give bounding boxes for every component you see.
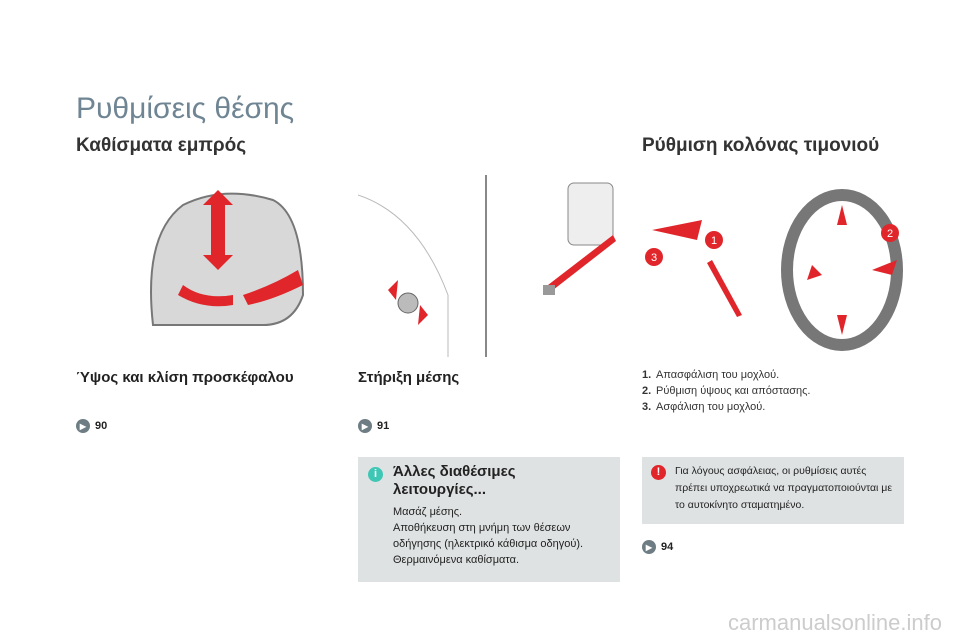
lumbar-illustration [358, 175, 620, 357]
headrest-caption: Ύψος και κλίση προσκέφαλου [76, 369, 294, 386]
steering-column-illustration: 1 2 3 [642, 175, 904, 357]
callout-1: 1 [711, 235, 717, 247]
page-ref-90[interactable]: ▶ 90 [76, 419, 107, 433]
callout-3: 3 [651, 252, 657, 264]
info-icon: i [368, 467, 383, 482]
warning-box: ! Για λόγους ασφάλειας, οι ρυθμίσεις αυτ… [642, 457, 904, 524]
warning-icon: ! [651, 465, 666, 480]
section-heading-front-seats: Καθίσματα εμπρός [76, 135, 247, 156]
page-title: Ρυθμίσεις θέσης [76, 92, 295, 125]
warning-text: Για λόγους ασφάλειας, οι ρυθμίσεις αυτές… [675, 465, 893, 511]
info-text: Μασάζ μέσης.Αποθήκευση στη μνήμη των θέσ… [393, 506, 584, 566]
page-ref-94[interactable]: ▶ 94 [642, 540, 673, 554]
page-link-icon: ▶ [358, 419, 372, 433]
steering-steps: 1.Απασφάλιση του μοχλού. 2.Ρύθμιση ύψους… [642, 367, 810, 415]
step-item: 3.Ασφάλιση του μοχλού. [642, 401, 766, 413]
section-heading-steering: Ρύθμιση κολόνας τιμονιού [642, 135, 880, 156]
page-link-icon: ▶ [76, 419, 90, 433]
lumbar-caption: Στήριξη μέσης [358, 369, 460, 386]
step-item: 1.Απασφάλιση του μοχλού. [642, 369, 780, 381]
step-item: 2.Ρύθμιση ύψους και απόστασης. [642, 385, 811, 397]
page-link-icon: ▶ [642, 540, 656, 554]
headrest-illustration [123, 175, 338, 357]
ref-number: 91 [377, 420, 390, 432]
info-box: i Άλλες διαθέσιμες λειτουργίες... Μασάζ … [358, 457, 620, 582]
callout-2: 2 [887, 228, 893, 240]
watermark: carmanualsonline.info [727, 610, 942, 635]
ref-number: 94 [661, 541, 674, 553]
page-ref-91[interactable]: ▶ 91 [358, 419, 389, 433]
info-title: Άλλες διαθέσιμες λειτουργίες... [393, 463, 516, 498]
ref-number: 90 [95, 420, 108, 432]
